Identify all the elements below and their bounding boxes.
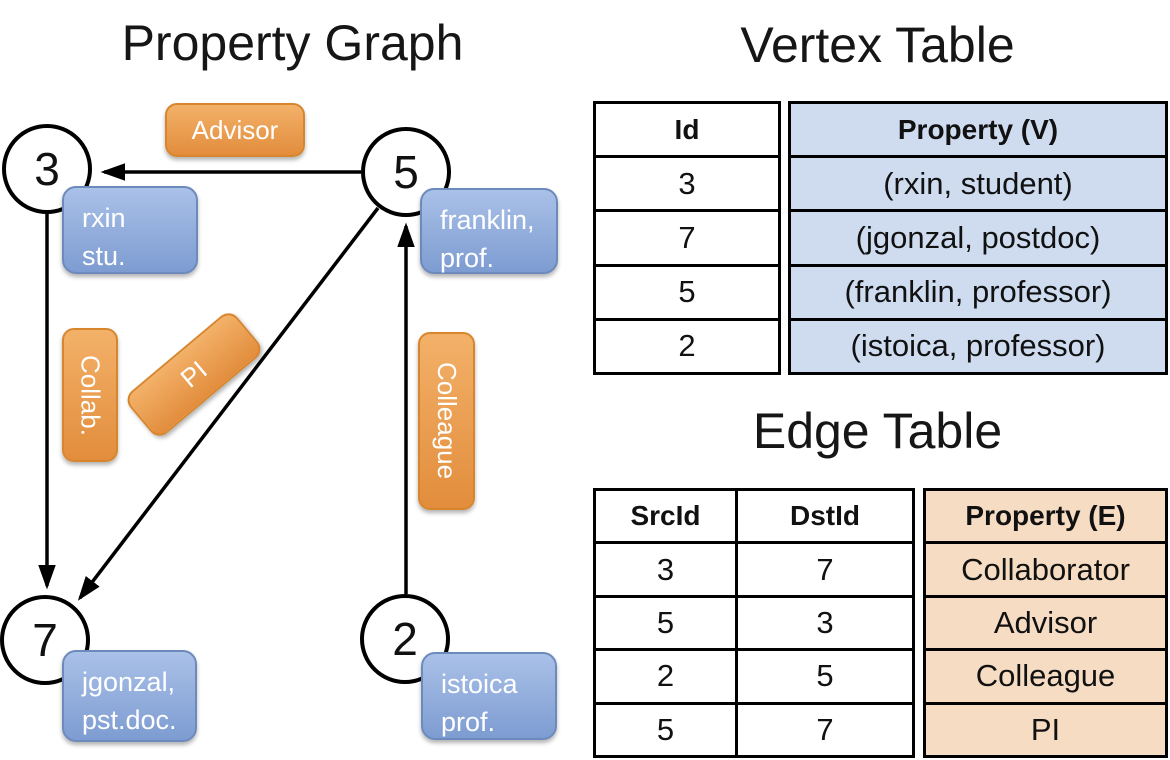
table-cell: 3 xyxy=(596,544,738,595)
table-row: 5 7 xyxy=(596,704,912,756)
edge-label-collab: Collab. xyxy=(62,328,118,462)
edge-table-title: Edge Table xyxy=(752,403,1003,459)
vertex-table-title: Vertex Table xyxy=(740,17,1015,73)
table-row: 5 3 xyxy=(596,597,912,652)
table-row: 3 7 xyxy=(596,544,912,598)
edge-table-property-column: Property (E) Collaborator Advisor Collea… xyxy=(923,488,1168,758)
vertex-property-box-franklin: franklin, prof. xyxy=(420,188,558,274)
edge-table-header-row: SrcId DstId xyxy=(596,491,912,545)
table-cell: 5 xyxy=(596,597,738,649)
table-row: 2 5 xyxy=(596,651,912,705)
edge-arrow-pi xyxy=(77,206,380,601)
graph-edges-canvas xyxy=(38,163,415,601)
vertex-property-box-rxin: rxin stu. xyxy=(62,186,198,274)
vertex-property-box-jgonzal: jgonzal, pst.doc. xyxy=(62,650,197,742)
edge-table-header-dstid: DstId xyxy=(790,500,860,532)
table-cell: 7 xyxy=(816,551,834,587)
vertex-table-property-column: Property (V) (rxin, student) (jgonzal, p… xyxy=(788,101,1168,375)
table-cell: 3 xyxy=(816,605,834,641)
edge-label-advisor: Advisor xyxy=(165,103,305,157)
table-cell: (rxin, student) xyxy=(791,158,1165,213)
node-id: 3 xyxy=(34,143,60,195)
table-cell: 5 xyxy=(596,267,778,321)
graph-node-2: 2 xyxy=(360,594,450,684)
vertex-property-box-istoica: istoica prof. xyxy=(421,652,557,740)
table-cell: (franklin, professor) xyxy=(791,266,1165,321)
table-cell: 7 xyxy=(596,212,778,267)
node-id: 5 xyxy=(393,146,419,198)
node-id: 7 xyxy=(32,614,58,666)
edge-label-colleague: Colleague xyxy=(418,332,475,510)
table-cell: 2 xyxy=(596,651,738,702)
edge-table-id-columns: SrcId DstId 3 7 5 3 2 5 5 7 xyxy=(593,488,915,758)
property-graph-title: Property Graph xyxy=(121,15,464,71)
node-id: 2 xyxy=(392,613,418,665)
table-cell: Advisor xyxy=(926,597,1165,652)
table-cell: Collaborator xyxy=(926,544,1165,598)
edge-table-header-srcid: SrcId xyxy=(596,491,738,542)
table-cell: 5 xyxy=(596,704,738,756)
table-cell: (jgonzal, postdoc) xyxy=(791,212,1165,267)
edge-table-header-property: Property (E) xyxy=(926,491,1165,545)
table-cell: (istoica, professor) xyxy=(791,320,1165,373)
vertex-table-header-id: Id xyxy=(596,104,778,159)
vertex-table-header-property: Property (V) xyxy=(791,104,1165,159)
table-cell: Colleague xyxy=(926,651,1165,705)
table-cell: 3 xyxy=(596,158,778,213)
table-cell: 5 xyxy=(816,658,834,694)
table-cell: 2 xyxy=(678,328,696,364)
table-cell: 7 xyxy=(816,711,834,747)
vertex-table-id-column: Id 3 7 5 2 xyxy=(593,101,781,375)
graph-node-5: 5 xyxy=(361,127,451,217)
table-cell: PI xyxy=(926,704,1165,756)
